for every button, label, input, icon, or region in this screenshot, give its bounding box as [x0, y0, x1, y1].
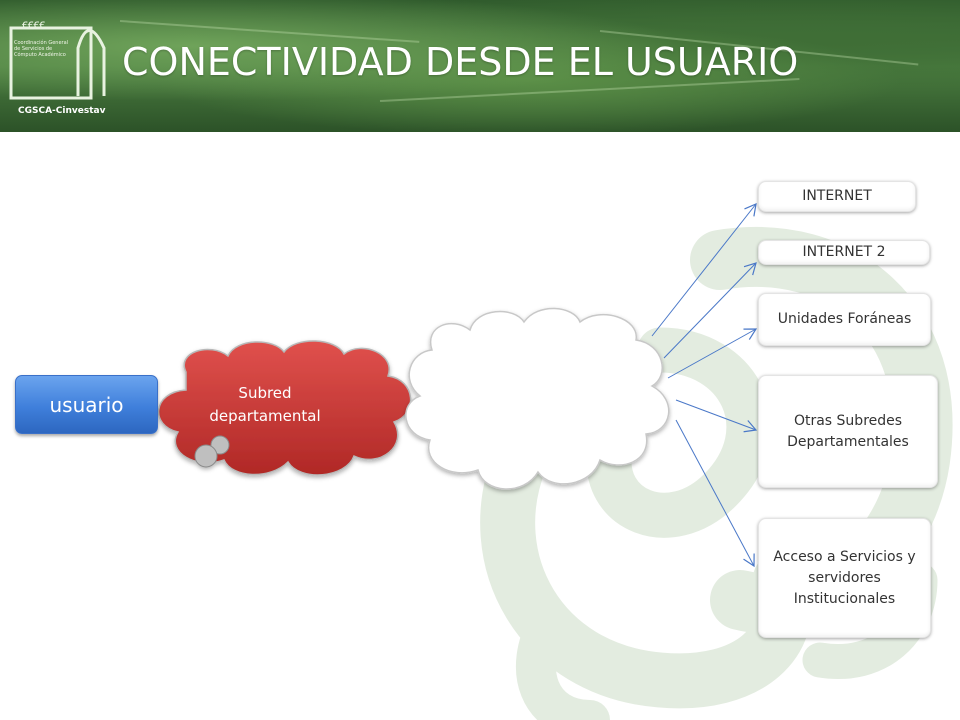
arrow-to-internet2 [663, 262, 757, 359]
arrow-to-otras-subredes [675, 399, 758, 433]
arrow-to-internet [651, 203, 757, 337]
subnet-label: Subred departamental [209, 384, 321, 425]
page-title: CONECTIVIDAD DESDE EL USUARIO [122, 40, 799, 84]
header-banner: ꞓꞓꞓꞓ Coordinación General de Servicios d… [0, 0, 960, 132]
svg-text:ꞓꞓꞓꞓ: ꞓꞓꞓꞓ [22, 17, 45, 31]
destination-servicios-institucionales[interactable]: Acceso a Servicios y servidores Instituc… [758, 518, 931, 638]
subnet-cloud [158, 340, 412, 476]
cgsca-logo: ꞓꞓꞓꞓ Coordinación General de Servicios d… [8, 8, 116, 124]
destination-unidades-foraneas[interactable]: Unidades Foráneas [758, 293, 931, 346]
backbone-cloud [405, 307, 670, 490]
logo-text: Coordinación General de Servicios de Cóm… [14, 40, 69, 58]
arrow-to-servicios [675, 419, 755, 568]
destination-otras-subredes[interactable]: Otras Subredes Departamentales [758, 375, 938, 488]
arrow-to-unidades [667, 328, 758, 379]
destination-internet[interactable]: INTERNET [758, 181, 916, 212]
destination-internet2[interactable]: INTERNET 2 [758, 240, 930, 265]
usuario-node[interactable]: usuario [15, 375, 158, 434]
logo-subtitle: CGSCA-Cinvestav [18, 106, 106, 116]
